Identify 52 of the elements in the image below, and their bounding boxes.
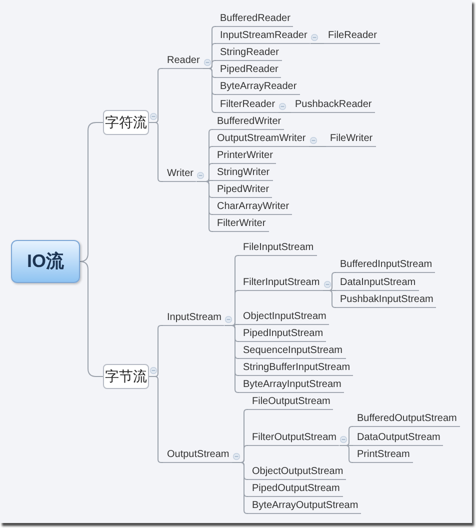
root-topic: IO流 <box>11 240 80 283</box>
topic-label: DataOutputStream <box>353 432 444 446</box>
topic-label: FileReader <box>324 30 380 44</box>
topic-label: FilterWriter <box>213 218 269 232</box>
topic-label: InputStreamReader <box>216 30 310 44</box>
branch-line <box>310 43 324 44</box>
topic-label: PushbackReader <box>291 99 375 113</box>
topic-label: ByteArrayReader <box>216 81 300 95</box>
topic-label: PrinterWriter <box>213 150 276 164</box>
branch-line <box>202 68 216 113</box>
topic-label: ObjectOutputStream <box>248 466 346 480</box>
topic-label: Reader <box>163 55 203 69</box>
topic-label: BufferedWriter <box>213 116 284 130</box>
branch-line <box>322 290 336 308</box>
topic-label: OutputStream <box>163 449 232 463</box>
topic-label: FileInputStream <box>239 242 317 256</box>
topic-label: StringWriter <box>213 167 273 181</box>
branch-line <box>232 462 248 514</box>
branch-line <box>308 146 326 147</box>
topic-label: BufferedInputStream <box>336 259 436 273</box>
topic-label: PrintStream <box>353 449 413 463</box>
topic-label: BufferedReader <box>216 13 294 27</box>
topic-label: PipedOutputStream <box>248 483 343 497</box>
topic-label: SequenceInputStream <box>239 345 346 359</box>
topic-label: FilterReader <box>216 99 278 113</box>
topic-box: 字符流 <box>103 110 149 135</box>
branch-line <box>80 122 104 262</box>
branch-line <box>196 181 214 232</box>
topic-label: BufferedOutputStream <box>353 413 460 427</box>
topic-label: ByteArrayInputStream <box>239 379 344 393</box>
topic-label: FileOutputStream <box>248 396 334 410</box>
topic-label: PushbakInputStream <box>336 294 436 308</box>
topic-label: Writer <box>163 168 196 182</box>
topic-label: ObjectInputStream <box>239 311 330 325</box>
branch-line <box>278 112 292 113</box>
topic-label: FilterInputStream <box>239 277 323 291</box>
topic-box: 字节流 <box>103 364 149 389</box>
branch-line <box>80 261 104 377</box>
topic-label: ByteArrayOutputStream <box>248 500 362 514</box>
topic-label: InputStream <box>163 312 224 326</box>
topic-label: PipedReader <box>216 64 282 78</box>
topic-label: StringBufferInputStream <box>239 362 354 376</box>
topic-label: FileWriter <box>326 133 376 147</box>
topic-label: StringReader <box>216 47 282 61</box>
branch-line <box>224 325 240 393</box>
topic-label: PipedWriter <box>213 184 272 198</box>
topic-label: CharArrayWriter <box>213 201 292 215</box>
topic-label: OutputStreamWriter <box>213 133 309 147</box>
branch-line <box>338 445 354 463</box>
topic-label: FilterOutputStream <box>248 432 340 446</box>
topic-label: DataInputStream <box>336 277 419 291</box>
topic-label: PipedInputStream <box>239 328 326 342</box>
